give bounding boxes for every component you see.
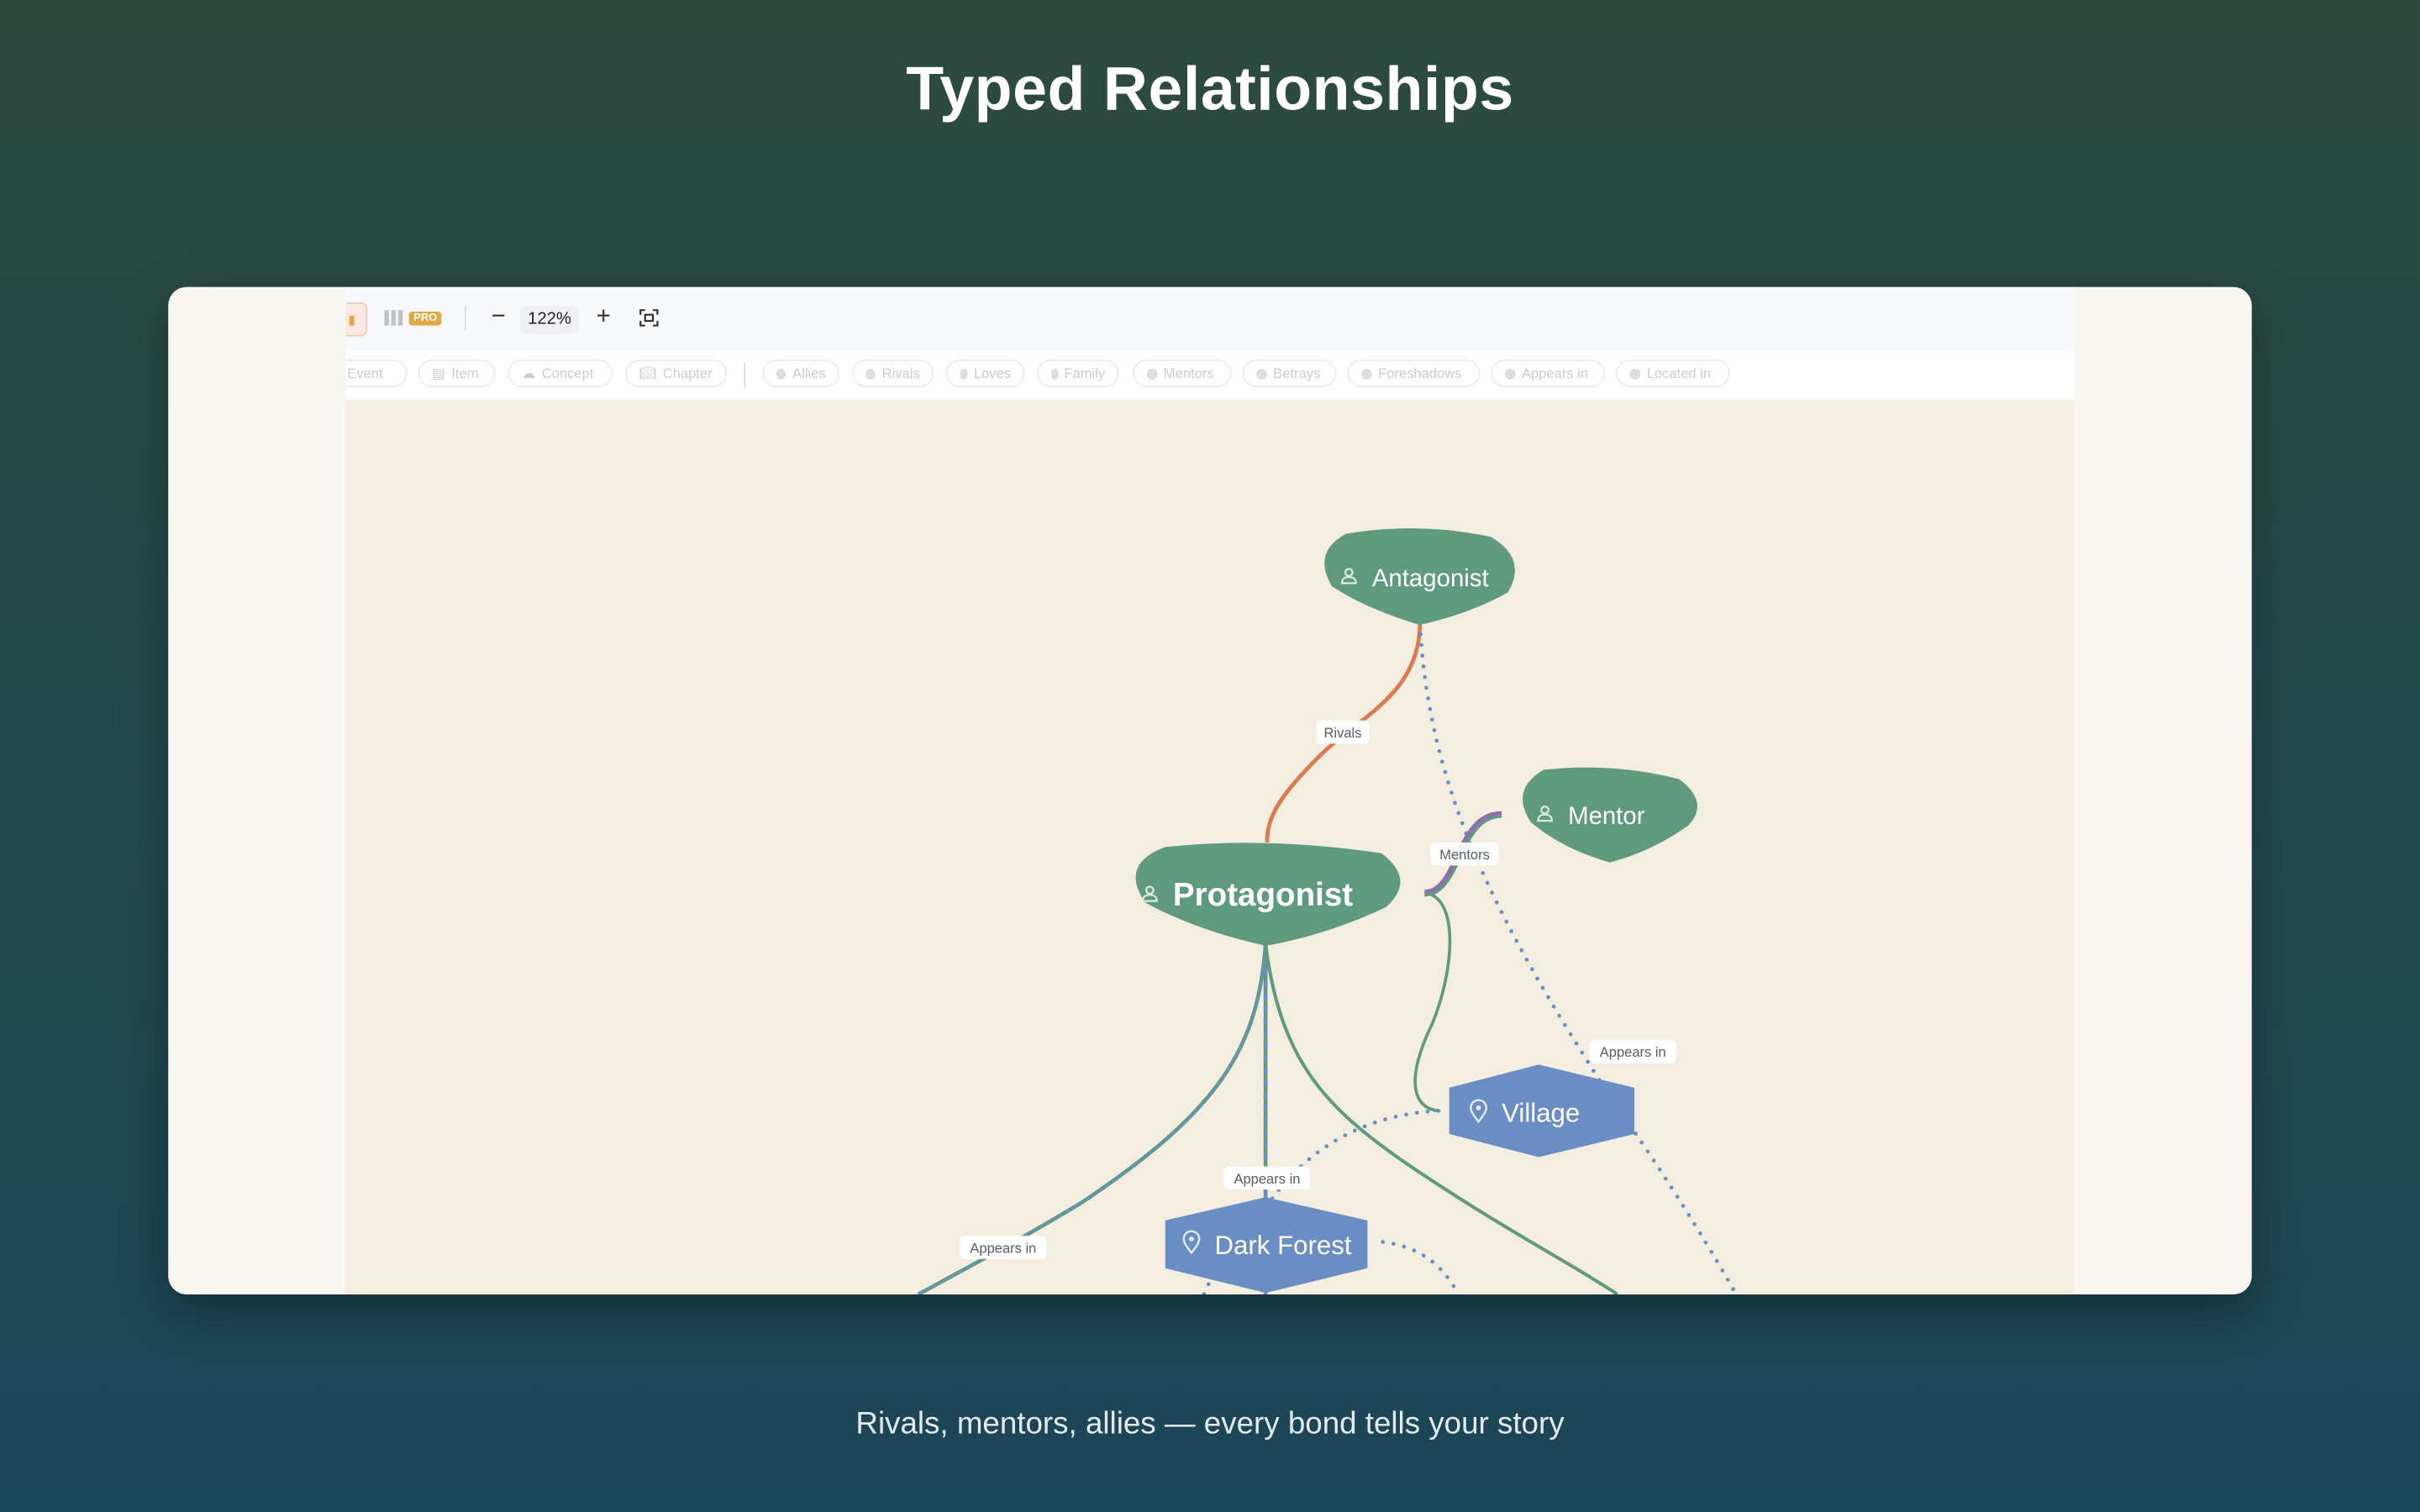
svg-text:Appears in: Appears in bbox=[1600, 1044, 1666, 1060]
svg-text:Appears in: Appears in bbox=[1234, 1171, 1300, 1187]
toolbar-divider bbox=[464, 305, 466, 331]
pro-badge: PRO bbox=[408, 312, 442, 326]
plus-icon: + bbox=[596, 303, 611, 331]
edge-forest-left-appears[interactable] bbox=[1202, 1272, 1216, 1295]
story-map-app: ▮ PRO − 122% + Event ▤Item ☁Concept 📖︎Ch… bbox=[345, 286, 2075, 1295]
filter-chip-rivals[interactable]: Rivals bbox=[851, 359, 934, 388]
node-antagonist[interactable]: Antagonist bbox=[1324, 528, 1515, 625]
edge-rivals[interactable] bbox=[1265, 623, 1423, 843]
svg-text:Village: Village bbox=[1502, 1098, 1580, 1127]
zoom-level[interactable]: 122% bbox=[519, 305, 580, 333]
svg-text:Mentors: Mentors bbox=[1439, 847, 1490, 863]
columns-icon[interactable] bbox=[384, 310, 403, 326]
dot-icon bbox=[1504, 368, 1516, 379]
svg-text:Protagonist: Protagonist bbox=[1173, 877, 1353, 913]
edge-label-appears-village: Appears in bbox=[1589, 1039, 1676, 1063]
dot-icon bbox=[1050, 368, 1059, 379]
toolbar: ▮ PRO − 122% + bbox=[345, 286, 2075, 352]
filter-chip-chapter[interactable]: 📖︎Chapter bbox=[624, 359, 728, 388]
edge-label-rivals: Rivals bbox=[1316, 720, 1370, 744]
node-mentor[interactable]: Mentor bbox=[1523, 767, 1697, 863]
svg-text:Mentor: Mentor bbox=[1568, 802, 1645, 830]
node-dark-forest[interactable]: Dark Forest bbox=[1165, 1197, 1368, 1294]
hero-subtitle: Rivals, mentors, allies — every bond tel… bbox=[855, 1407, 1565, 1441]
filter-bar: Event ▤Item ☁Concept 📖︎Chapter Allies Ri… bbox=[345, 349, 2075, 402]
edge-label-mentors: Mentors bbox=[1430, 842, 1499, 866]
filter-chip-event[interactable]: Event bbox=[345, 359, 408, 388]
filter-chip-allies[interactable]: Allies bbox=[762, 359, 840, 388]
filter-chip-family[interactable]: Family bbox=[1037, 359, 1119, 388]
edge-label-appears-left: Appears in bbox=[960, 1236, 1047, 1259]
dot-icon bbox=[1629, 368, 1641, 379]
filter-chip-loves[interactable]: Loves bbox=[945, 359, 1025, 388]
filter-chip-foreshadows[interactable]: Foreshadows bbox=[1347, 359, 1481, 388]
dot-icon bbox=[1360, 368, 1372, 379]
graph-canvas[interactable]: Antagonist Mentor Protagonist bbox=[345, 399, 2075, 1295]
app-window: ▮ PRO − 122% + Event ▤Item ☁Concept 📖︎Ch… bbox=[168, 286, 2252, 1295]
filter-chip-appears-in[interactable]: Appears in bbox=[1491, 359, 1606, 388]
cloud-icon: ☁ bbox=[521, 365, 536, 381]
node-protagonist[interactable]: Protagonist bbox=[1135, 843, 1401, 946]
zoom-in-button[interactable]: + bbox=[592, 304, 614, 332]
edge-antagonist-appears[interactable] bbox=[1418, 621, 1739, 1295]
filter-chip-mentors[interactable]: Mentors bbox=[1133, 359, 1232, 388]
dot-icon bbox=[1146, 368, 1158, 379]
hero-title: Typed Relationships bbox=[906, 55, 1514, 123]
filter-chip-betrays[interactable]: Betrays bbox=[1242, 359, 1337, 388]
svg-text:Rivals: Rivals bbox=[1323, 725, 1361, 741]
graph-svg[interactable]: Antagonist Mentor Protagonist bbox=[345, 400, 2074, 1295]
filter-chip-concept[interactable]: ☁Concept bbox=[508, 359, 613, 388]
edge-protagonist-right[interactable] bbox=[1264, 943, 1619, 1295]
svg-text:Antagonist: Antagonist bbox=[1372, 564, 1489, 592]
edge-label-appears-forest: Appears in bbox=[1223, 1166, 1311, 1190]
minus-icon: − bbox=[491, 303, 506, 331]
book-icon: 📖︎ bbox=[639, 365, 657, 381]
dot-icon bbox=[1256, 368, 1267, 379]
filter-chip-item[interactable]: ▤Item bbox=[418, 359, 496, 388]
node-village[interactable]: Village bbox=[1449, 1064, 1635, 1158]
fit-screen-button[interactable] bbox=[639, 308, 659, 327]
edge-protagonist-village-allies[interactable] bbox=[1413, 891, 1452, 1113]
zoom-out-button[interactable]: − bbox=[487, 303, 509, 331]
mode-button[interactable]: ▮ bbox=[345, 302, 368, 337]
dot-icon bbox=[960, 368, 968, 379]
filter-chip-located-in[interactable]: Located in bbox=[1616, 359, 1730, 388]
dot-icon bbox=[865, 368, 876, 379]
svg-text:Dark Forest: Dark Forest bbox=[1215, 1231, 1352, 1260]
fit-screen-icon bbox=[639, 309, 659, 327]
filter-divider bbox=[744, 362, 746, 388]
dot-icon bbox=[776, 368, 786, 379]
edge-forest-appears[interactable] bbox=[1381, 1240, 1461, 1295]
box-icon: ▤ bbox=[432, 365, 445, 381]
svg-text:Appears in: Appears in bbox=[970, 1240, 1036, 1256]
edge-protagonist-left-appears[interactable] bbox=[916, 942, 1268, 1295]
